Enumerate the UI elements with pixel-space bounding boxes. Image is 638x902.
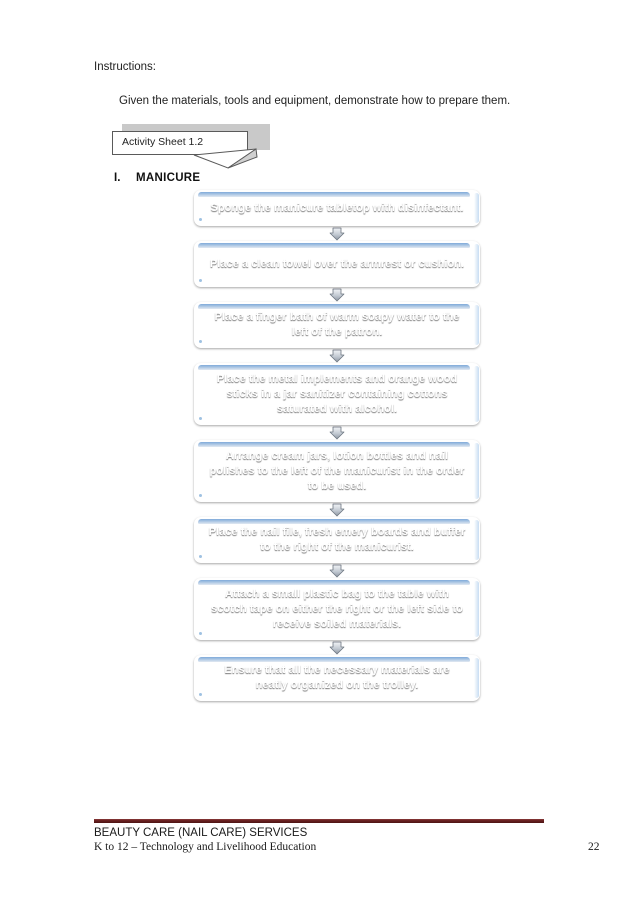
section-number: I. xyxy=(114,172,121,184)
callout-box xyxy=(112,131,248,155)
flow-box-handle-dot xyxy=(199,632,202,635)
page-title: MANICURE xyxy=(136,172,201,184)
flow-step-6: Place the nail file, fresh emery boards … xyxy=(194,517,480,563)
flow-step-2: Place a clean towel over the armrest or … xyxy=(194,241,480,287)
down-arrow-icon xyxy=(329,641,345,654)
down-arrow-icon xyxy=(329,564,345,577)
flow-step-text: Place the metal implements and orange wo… xyxy=(216,372,458,415)
flow-box-handle-dot xyxy=(199,417,202,420)
flow-step-7: Attach a small plastic bag to the table … xyxy=(194,578,480,640)
page-number: 22 xyxy=(588,841,600,853)
down-arrow-icon xyxy=(329,227,345,240)
flow-step-text: Sponge the manicure tabletop with disinf… xyxy=(210,201,464,214)
down-arrow-icon xyxy=(329,426,345,439)
flow-box-handle-dot xyxy=(199,340,202,343)
instructions-label: Instructions: xyxy=(94,61,156,73)
flow-box-handle-dot xyxy=(199,279,202,282)
callout-tail-icon xyxy=(193,148,258,169)
footer-course-title: BEAUTY CARE (NAIL CARE) SERVICES xyxy=(94,827,308,839)
callout-label: Activity Sheet 1.2 xyxy=(122,136,204,148)
manicure-flowchart: Sponge the manicure tabletop with disinf… xyxy=(194,190,480,701)
flow-step-text: Place a clean towel over the armrest or … xyxy=(209,257,465,270)
flow-box-handle-dot xyxy=(199,218,202,221)
flow-connector-arrow xyxy=(194,226,480,241)
flow-step-4: Place the metal implements and orange wo… xyxy=(194,363,480,425)
flow-box-handle-dot xyxy=(199,494,202,497)
down-arrow-icon xyxy=(329,288,345,301)
flow-connector-arrow xyxy=(194,640,480,655)
flow-step-5: Arrange cream jars, lotion bottles and n… xyxy=(194,440,480,502)
flow-step-3: Place a finger bath of warm soapy water … xyxy=(194,302,480,348)
flow-step-1: Sponge the manicure tabletop with disinf… xyxy=(194,190,480,226)
flow-box-handle-dot xyxy=(199,555,202,558)
activity-sheet-callout: Activity Sheet 1.2 xyxy=(112,124,270,169)
flow-step-text: Arrange cream jars, lotion bottles and n… xyxy=(209,449,465,492)
flow-box-handle-dot xyxy=(199,693,202,696)
flow-connector-arrow xyxy=(194,563,480,578)
flow-connector-arrow xyxy=(194,425,480,440)
instructions-body-text: Given the materials, tools and equipment… xyxy=(119,95,511,107)
down-arrow-icon xyxy=(329,503,345,516)
flow-connector-arrow xyxy=(194,502,480,517)
flow-step-8: Ensure that all the necessary materials … xyxy=(194,655,480,701)
flow-step-text: Ensure that all the necessary materials … xyxy=(224,664,450,691)
down-arrow-icon xyxy=(329,349,345,362)
flow-connector-arrow xyxy=(194,287,480,302)
flow-step-text: Place a finger bath of warm soapy water … xyxy=(214,311,460,338)
footer-program-line: K to 12 – Technology and Livelihood Educ… xyxy=(94,841,317,853)
footer-divider xyxy=(94,819,544,823)
flow-step-text: Place the nail file, fresh emery boards … xyxy=(208,526,466,553)
flow-connector-arrow xyxy=(194,348,480,363)
flow-step-text: Attach a small plastic bag to the table … xyxy=(211,587,463,630)
